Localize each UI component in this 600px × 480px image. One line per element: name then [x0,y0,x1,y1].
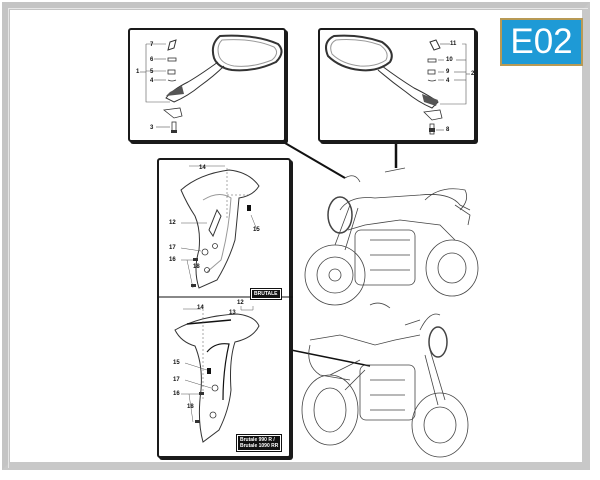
callout-7: 7 [150,42,154,48]
model-label-line1: Brutale 990 R / [240,437,275,443]
callout-12-upper: 12 [169,220,176,226]
callout-13-lower: 13 [229,310,236,316]
callout-16-lower: 16 [173,391,180,397]
callout-15-upper: 15 [253,227,260,233]
model-label-brutale-rr: Brutale 990 R / Brutale 1090 RR [235,434,283,452]
callout-4b: 4 [446,78,450,84]
panel-fairing: 14 12 15 17 16 18 BRUTALE 14 12 13 15 17… [157,158,293,458]
callout-1: 1 [136,69,140,75]
callout-15-lower: 15 [173,360,180,366]
left-mirror-drawing [140,34,283,133]
model-label-line2: Brutale 1090 RR [240,443,279,449]
callout-18-lower: 18 [187,404,194,410]
callout-9: 9 [446,69,450,75]
motorcycle-upper-illustration [304,167,479,306]
callout-10: 10 [446,57,453,63]
inner-frame [8,8,588,468]
motorcycle-lower-illustration [301,302,469,458]
callout-17-lower: 17 [173,377,180,383]
callout-8: 8 [446,127,450,133]
model-label-brutale: BRUTALE [250,288,282,300]
outer-frame [2,2,590,470]
callout-14-lower: 14 [197,305,204,311]
callout-18-upper: 18 [193,264,200,270]
callout-11: 11 [450,41,457,47]
panel-left-mirror: 7 6 1 5 4 3 [128,28,286,142]
callout-2: 2 [471,71,475,77]
panel-right-mirror: 11 10 2 9 4 8 [318,28,476,142]
callout-16-upper: 16 [169,257,176,263]
callout-5: 5 [150,69,154,75]
callout-17-upper: 17 [169,245,176,251]
callout-4: 4 [150,78,154,84]
callout-14-upper: 14 [199,165,206,171]
fairing-drawing [159,165,293,443]
callout-3: 3 [150,125,154,131]
callout-12-lower: 12 [237,300,244,306]
right-mirror-drawing [325,34,470,135]
section-code-badge: E02 [500,18,583,66]
callout-6: 6 [150,57,154,63]
